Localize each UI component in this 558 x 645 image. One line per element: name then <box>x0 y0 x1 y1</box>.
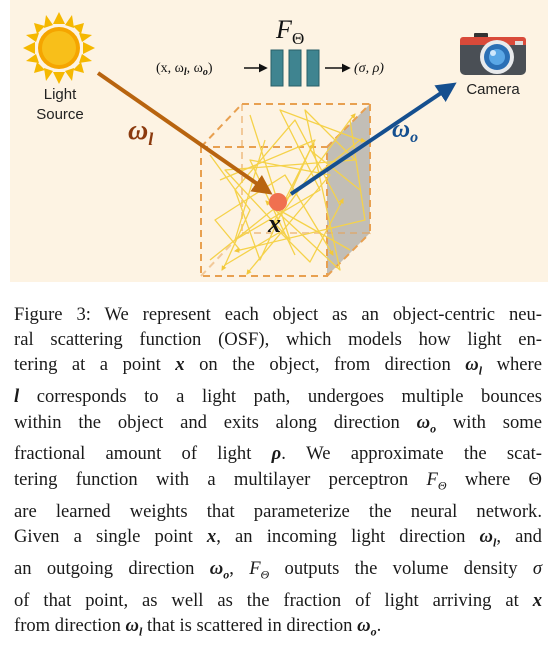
caption-line: within the object and exits along direct… <box>14 410 542 442</box>
caption-math-symbol: x <box>175 354 185 376</box>
network-title: F Θ <box>275 15 304 48</box>
network-output: (σ, ρ) <box>354 61 384 76</box>
caption-line: l corresponds to a light path, undergoes… <box>14 384 542 409</box>
caption-math-symbol: ρ <box>271 443 282 465</box>
caption-math-symbol: σ <box>532 557 542 579</box>
caption-text: ral scattering function (OSF), which mod… <box>14 329 542 351</box>
caption-text: on the object, from direction <box>184 354 466 376</box>
caption-line: tering function with a multilayer percep… <box>14 467 542 499</box>
outgoing-light-arrow <box>289 82 457 196</box>
caption-math-symbol: ωl <box>465 354 483 379</box>
network-input: (x, ωl, ωo) <box>156 61 213 78</box>
caption-text: are learned weights that parameterize th… <box>14 500 542 522</box>
light-source-label-line1: Light <box>44 86 77 103</box>
caption-line: of that point, as well as the fraction o… <box>14 588 542 613</box>
caption-math-symbol: FΘ <box>426 468 447 493</box>
caption-text: Given a single point <box>14 525 207 547</box>
caption-math-symbol: l <box>14 386 20 408</box>
sun-icon <box>23 12 95 84</box>
caption-math-symbol: x <box>206 525 217 547</box>
caption-math-symbol: FΘ <box>249 557 270 582</box>
caption-line: Figure 3: We represent each object as an… <box>14 302 542 327</box>
caption-line: Given a single point x, an incoming ligh… <box>14 524 542 556</box>
caption-math-symbol: x <box>532 589 542 611</box>
caption-math-symbol: ωl <box>125 614 143 639</box>
camera-icon <box>460 33 526 75</box>
caption-text: , <box>229 557 250 579</box>
caption-line: ral scattering function (OSF), which mod… <box>14 327 542 352</box>
camera-label: Camera <box>466 81 520 98</box>
caption-text: tering function with a multilayer percep… <box>14 468 427 490</box>
omega-o-label: ωo <box>392 116 418 146</box>
caption-text: that is scattered in direction <box>142 614 358 636</box>
caption-line: are learned weights that parameterize th… <box>14 499 542 524</box>
caption-text: where Θ <box>446 468 542 490</box>
entry-point <box>269 193 287 211</box>
network-symbol: F <box>275 15 293 44</box>
caption-line: tering at a point x on the object, from … <box>14 352 542 384</box>
caption-text: where <box>482 354 542 376</box>
caption-text: fractional amount of light <box>14 443 272 465</box>
figure-illustration: Light Source Camera F Θ (x, ωl, ωo) <box>10 0 548 282</box>
caption-text: within the object and exits along direct… <box>14 411 417 433</box>
network-layer-3 <box>306 49 320 87</box>
caption-math-symbol: ωo <box>357 614 377 639</box>
figure: Light Source Camera F Θ (x, ωl, ωo) <box>10 0 548 282</box>
omega-l-label: ωl <box>128 115 153 149</box>
caption-line: from direction ωl that is scattered in d… <box>14 613 542 645</box>
caption-text: , and <box>496 525 542 547</box>
caption-text: , an incoming light direction <box>216 525 480 547</box>
point-x-label: x <box>267 209 281 238</box>
caption-text: . We approximate the scat- <box>281 443 542 465</box>
network-blocks <box>270 49 320 87</box>
caption-text: of that point, as well as the fraction o… <box>14 589 533 611</box>
incoming-light-arrow <box>96 71 273 195</box>
caption-line: an outgoing direction ωo, FΘ outputs the… <box>14 556 542 588</box>
caption-math-symbol: ωo <box>209 557 230 582</box>
network-layer-2 <box>288 49 302 87</box>
caption-text: with some <box>436 411 542 433</box>
caption-text: outputs the volume density <box>269 557 533 579</box>
caption-text: . <box>376 614 382 636</box>
caption-text: from direction <box>14 614 126 636</box>
caption-text: tering at a point <box>14 354 176 376</box>
caption-text: corresponds to a light path, undergoes m… <box>19 386 542 408</box>
caption-math-symbol: ωl <box>479 525 497 550</box>
network-subscript: Θ <box>292 29 304 48</box>
caption-text: an outgoing direction <box>14 557 210 579</box>
caption-math-symbol: ωo <box>416 411 437 436</box>
caption-line: fractional amount of light ρ. We approxi… <box>14 441 542 466</box>
figure-caption: Figure 3: We represent each object as an… <box>14 302 542 645</box>
caption-text: Figure 3: We represent each object as an… <box>14 304 542 325</box>
light-source-label-line2: Source <box>36 106 84 123</box>
network-layer-1 <box>270 49 284 87</box>
